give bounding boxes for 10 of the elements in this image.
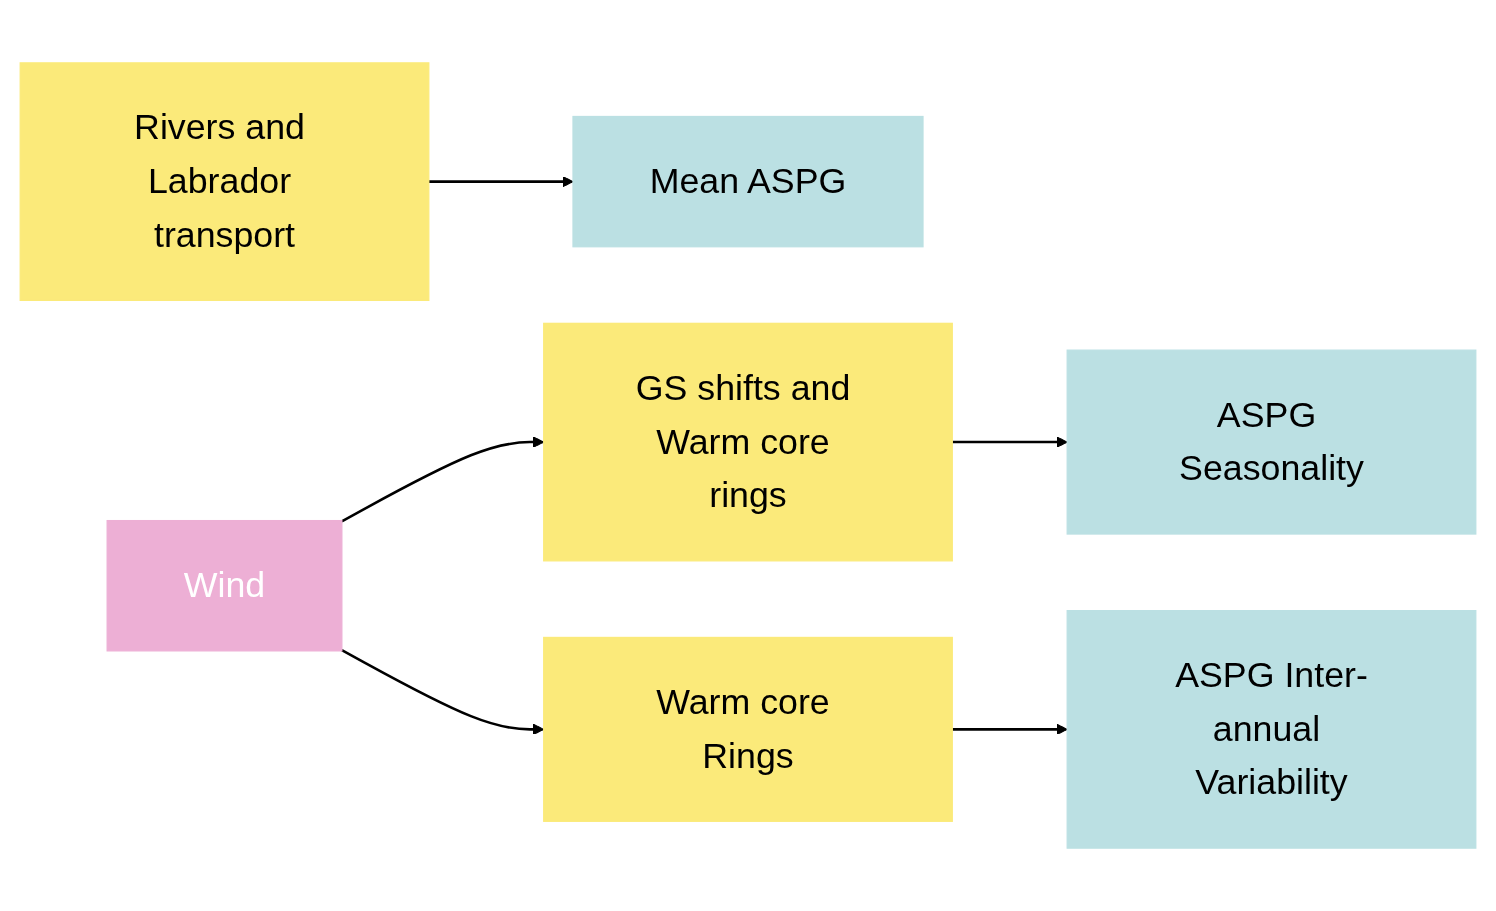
arrow: [428, 176, 574, 188]
node-box: GS shifts and Warm core rings: [543, 322, 953, 562]
node-box: Rivers and Labrador transport: [19, 62, 430, 301]
arrow: [952, 436, 1068, 448]
arrow: [952, 723, 1068, 735]
node-box: ASPG Inter-annual Variability: [1066, 610, 1477, 849]
node-box: ASPG Seasonality: [1066, 349, 1477, 535]
node-box: Warm core Rings: [543, 636, 953, 822]
node-box: Mean ASPG: [572, 115, 924, 248]
node-box: Wind: [106, 520, 343, 652]
